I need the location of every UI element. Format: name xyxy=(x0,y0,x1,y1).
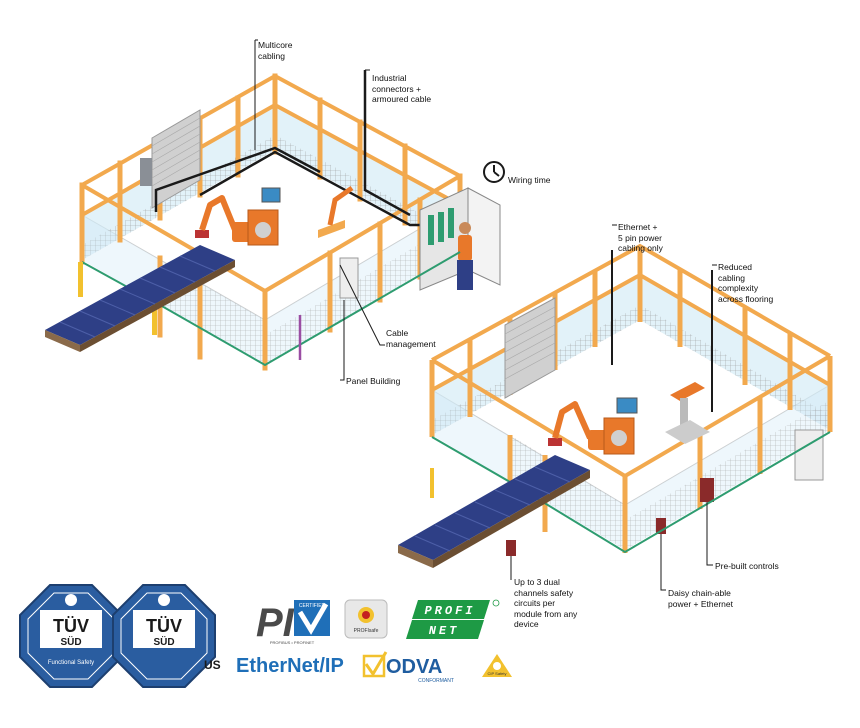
callout-reduced-cabling: Reduced cabling complexity across floori… xyxy=(718,262,774,304)
safety-module xyxy=(506,540,516,556)
callout-daisy-chain: Daisy chain-able power + Ethernet xyxy=(668,588,733,609)
left-robot-cell xyxy=(45,39,501,381)
pi-brand: PI xyxy=(256,601,295,645)
profinet-logo: PROFI NET xyxy=(406,599,500,639)
panel-building-box xyxy=(339,257,359,299)
callout-panel-building: Panel Building xyxy=(346,376,401,386)
profisafe-logo: PROFIsafe xyxy=(344,599,388,639)
tuv-sub-1: SÜD xyxy=(60,635,81,648)
tuv-brand-1: TÜV xyxy=(53,616,89,636)
odva-sub: CONFORMANT xyxy=(418,678,454,684)
left-robot-controller xyxy=(247,187,281,246)
tuv-sub-2: SÜD xyxy=(153,635,174,648)
tuv-bottom-1: Functional Safety xyxy=(48,660,94,666)
callout-multicore: Multicore cabling xyxy=(258,40,293,61)
tuv-brand-2: TÜV xyxy=(146,616,182,636)
cip-safety-text: CIP Safety xyxy=(487,671,506,676)
callout-wiring-time: Wiring time xyxy=(508,175,551,185)
profisafe-text: PROFIsafe xyxy=(354,628,379,634)
odva-logo: ODVA CONFORMANT xyxy=(362,651,454,684)
right-robot-cell xyxy=(398,224,833,591)
odva-text: ODVA xyxy=(386,656,442,678)
callout-prebuilt-controls: Pre-built controls xyxy=(715,561,779,571)
ethernetip-logo: EtherNet/IP xyxy=(236,655,344,677)
right-light-curtain xyxy=(430,468,434,498)
worker-figure xyxy=(457,222,473,290)
profinet-top: PROFI xyxy=(424,604,475,618)
pi-sub: PROFIBUS • PROFINET xyxy=(270,640,315,645)
right-robot-arm xyxy=(548,401,608,450)
tuv-sud-badge-2: TÜV SÜD xyxy=(112,584,216,688)
callout-cable-management: Cable management xyxy=(386,328,436,349)
callout-ethernet-power: Ethernet + 5 pin power cabling only xyxy=(618,222,663,253)
daisy-chain-module xyxy=(656,518,666,534)
prebuilt-control-box xyxy=(700,478,714,502)
left-wall-box xyxy=(140,158,152,186)
left-conveyor xyxy=(45,245,235,352)
electrical-panel xyxy=(419,187,501,291)
cip-safety-logo: CIP Safety xyxy=(482,654,512,677)
right-conveyor xyxy=(398,455,590,568)
clock-icon xyxy=(483,161,505,183)
right-robot-controller xyxy=(603,397,638,455)
profinet-bottom: NET xyxy=(429,624,460,638)
control-pedestal xyxy=(665,382,710,444)
callout-safety-circuits: Up to 3 dual channels safety circuits pe… xyxy=(514,577,578,629)
tuv-sud-badge-1: TÜV SÜD Functional Safety xyxy=(19,584,123,688)
left-light-curtain-a xyxy=(78,262,83,297)
multicore-cable xyxy=(154,146,321,212)
left-robot-arm xyxy=(195,195,252,242)
pi-certified: CERTIFIED xyxy=(299,603,326,609)
pi-certified-logo: PI CERTIFIED PROFIBUS • PROFINET xyxy=(256,600,330,645)
left-yellow-robot xyxy=(318,185,354,238)
armoured-cable xyxy=(363,70,411,217)
mark-us: US xyxy=(204,658,221,672)
callout-industrial: Industrial connectors + armoured cable xyxy=(372,73,432,104)
left-light-curtain-b xyxy=(152,300,157,335)
